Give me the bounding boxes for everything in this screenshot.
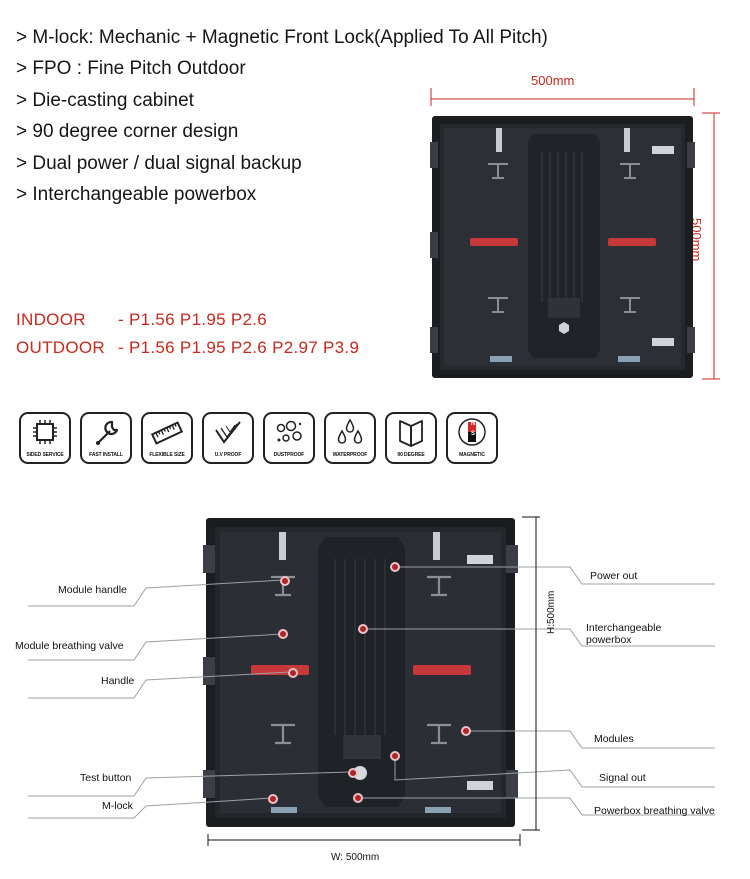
outdoor-pitch-line: OUTDOOR - P1.56 P1.95 P2.6 P2.97 P3.9 bbox=[16, 338, 359, 358]
callout-powerbox-breathing-valve: Powerbox breathing valve bbox=[594, 805, 715, 817]
fast-install-label: FAST INSTALL bbox=[89, 452, 123, 458]
dustproof-badge: DUSTPROOF bbox=[263, 412, 315, 464]
fast-install-icon bbox=[96, 420, 119, 445]
magnet-south-letter: S bbox=[471, 431, 476, 437]
feature-die-casting: > Die-casting cabinet bbox=[16, 90, 194, 111]
callout-module-handle: Module handle bbox=[58, 584, 127, 596]
uv-proof-icon bbox=[215, 421, 241, 444]
waterproof-label: WATERPROOF bbox=[332, 452, 368, 458]
waterproof-icon bbox=[337, 418, 363, 444]
top-height-dimension bbox=[700, 112, 722, 380]
test-button-marker bbox=[348, 768, 358, 778]
callout-power-out: Power out bbox=[590, 570, 638, 582]
sided-service-icon bbox=[33, 420, 57, 444]
bottom-width-label: W: 500mm bbox=[331, 852, 380, 863]
uv-proof-badge: U.V PROOF bbox=[202, 412, 254, 464]
dustproof-label: DUSTPROOF bbox=[273, 452, 305, 458]
callout-m-lock: M-lock bbox=[102, 800, 133, 812]
fast-install-badge: FAST INSTALL bbox=[80, 412, 132, 464]
power-out-marker bbox=[390, 562, 400, 572]
indoor-pitch-line: INDOOR - P1.56 P1.95 P2.6 bbox=[16, 310, 267, 330]
bottom-cabinet-image bbox=[203, 515, 518, 830]
handle-marker bbox=[288, 668, 298, 678]
top-cabinet-image bbox=[430, 112, 695, 380]
magnetic-label: MAGNETIC bbox=[459, 452, 485, 458]
flexible-size-label: FLEXIBLE SIZE bbox=[149, 452, 185, 458]
bottom-height-label: H:500mm bbox=[546, 590, 557, 634]
top-width-dimension bbox=[430, 84, 695, 108]
top-width-label: 500mm bbox=[531, 73, 575, 88]
callout-interchangeable-powerbox: Interchangeable powerbox bbox=[586, 622, 662, 646]
magnetic-icon bbox=[458, 418, 486, 446]
feature-corner-design: > 90 degree corner design bbox=[16, 121, 239, 142]
magnet-north-letter: N bbox=[471, 421, 476, 427]
m-lock-marker bbox=[268, 794, 278, 804]
powerbox-breathing-valve-marker bbox=[353, 793, 363, 803]
callout-test-button: Test button bbox=[80, 772, 132, 784]
indoor-label: INDOOR bbox=[16, 310, 86, 329]
callout-signal-out: Signal out bbox=[599, 772, 646, 784]
outdoor-label: OUTDOOR bbox=[16, 338, 105, 357]
waterproof-badge: WATERPROOF bbox=[324, 412, 376, 464]
90-degree-label: 90 DEGREE bbox=[397, 452, 425, 458]
signal-out-marker bbox=[390, 751, 400, 761]
module-breathing-valve-marker bbox=[278, 629, 288, 639]
uv-proof-label: U.V PROOF bbox=[214, 452, 242, 458]
sided-service-badge: SIDED SERVICE bbox=[19, 412, 71, 464]
indoor-values: - P1.56 P1.95 P2.6 bbox=[118, 310, 268, 329]
callout-module-breathing-valve: Module breathing valve bbox=[15, 640, 124, 652]
90-degree-badge: 90 DEGREE bbox=[385, 412, 437, 464]
module-handle-marker bbox=[280, 576, 290, 586]
flexible-size-badge: FLEXIBLE SIZE bbox=[141, 412, 193, 464]
magnetic-badge: N S MAGNETIC bbox=[446, 412, 498, 464]
sided-service-label: SIDED SERVICE bbox=[26, 452, 64, 458]
callout-modules: Modules bbox=[594, 733, 634, 745]
feature-m-lock: > M-lock: Mechanic + Magnetic Front Lock… bbox=[16, 27, 548, 48]
feature-fpo: > FPO : Fine Pitch Outdoor bbox=[16, 58, 246, 79]
dustproof-icon bbox=[276, 420, 302, 442]
90-degree-icon bbox=[399, 420, 423, 447]
flexible-size-icon bbox=[151, 421, 183, 445]
outdoor-values: - P1.56 P1.95 P2.6 P2.97 P3.9 bbox=[118, 338, 360, 357]
feature-powerbox: > Interchangeable powerbox bbox=[16, 184, 257, 205]
callout-handle: Handle bbox=[101, 675, 135, 687]
feature-dual-power: > Dual power / dual signal backup bbox=[16, 153, 302, 174]
powerbox-marker bbox=[358, 624, 368, 634]
modules-marker bbox=[461, 726, 471, 736]
